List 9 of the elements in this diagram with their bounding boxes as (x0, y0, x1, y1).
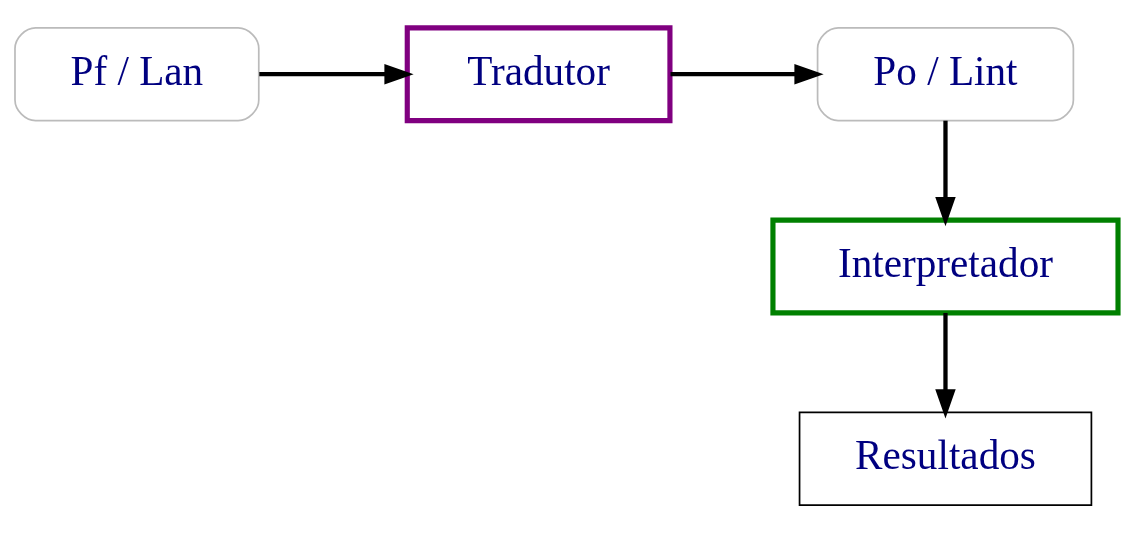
arrow (259, 64, 414, 85)
arrow (935, 312, 956, 419)
node-box: Po / Lint (816, 27, 1075, 122)
node-box: Tradutor (404, 25, 673, 124)
arrow (670, 64, 824, 85)
arrow (935, 120, 956, 227)
node-box: Interpretador (770, 217, 1121, 316)
node-box: Pf / Lan (14, 27, 260, 122)
node-box: Resultados (798, 411, 1093, 506)
